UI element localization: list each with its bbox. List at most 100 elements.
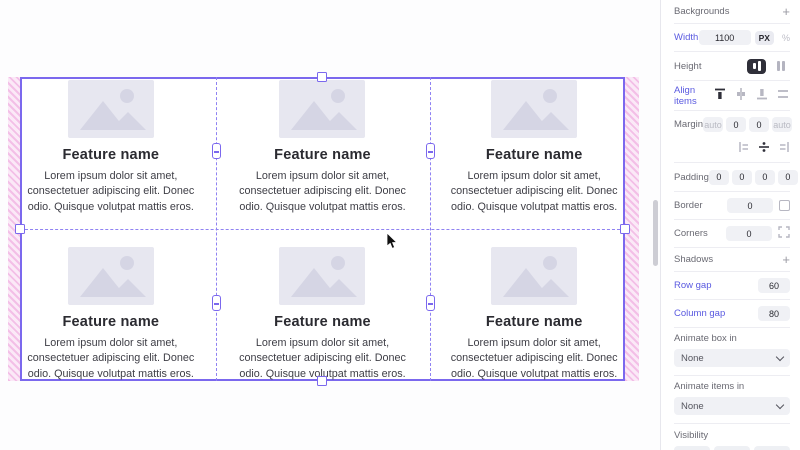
visibility-section: Visibility bbox=[674, 424, 790, 450]
add-shadow-button[interactable]: + bbox=[782, 252, 790, 267]
feature-card[interactable]: Feature name Lorem ipsum dolor sit amet,… bbox=[24, 247, 198, 382]
feature-body[interactable]: Lorem ipsum dolor sit amet, consectetuer… bbox=[451, 336, 618, 382]
feature-title[interactable]: Feature name bbox=[62, 147, 160, 163]
feature-title[interactable]: Feature name bbox=[274, 314, 371, 330]
feature-card[interactable]: Feature name Lorem ipsum dolor sit amet,… bbox=[447, 80, 621, 215]
feature-card[interactable]: Feature name Lorem ipsum dolor sit amet,… bbox=[24, 80, 198, 215]
feature-body[interactable]: Lorem ipsum dolor sit amet, consectetuer… bbox=[27, 169, 194, 215]
column-gap-handle[interactable] bbox=[426, 295, 435, 311]
resize-handle-left[interactable] bbox=[15, 224, 25, 234]
image-placeholder-icon[interactable] bbox=[491, 80, 578, 138]
corners-icon[interactable] bbox=[778, 226, 790, 241]
column-gap-label: Column gap bbox=[674, 308, 726, 319]
column-gap-handle[interactable] bbox=[212, 143, 221, 159]
unit-percent-button[interactable]: % bbox=[781, 32, 790, 43]
height-label: Height bbox=[674, 60, 702, 72]
feature-card[interactable]: Feature name Lorem ipsum dolor sit amet,… bbox=[447, 247, 621, 382]
feature-card[interactable]: Feature name Lorem ipsum dolor sit amet,… bbox=[236, 80, 410, 215]
feature-body[interactable]: Lorem ipsum dolor sit amet, consectetuer… bbox=[239, 169, 406, 215]
height-row: Height bbox=[674, 52, 790, 81]
body-line: odio. Quisque volutpat mattis eros. bbox=[27, 200, 194, 213]
border-label: Border bbox=[674, 200, 703, 211]
row-gap-guide bbox=[20, 229, 625, 230]
feature-title[interactable]: Feature name bbox=[274, 147, 371, 163]
design-canvas[interactable]: Feature name Lorem ipsum dolor sit amet,… bbox=[0, 0, 660, 450]
padding-right-input[interactable]: 0 bbox=[777, 169, 798, 185]
padding-bottom-input[interactable]: 0 bbox=[754, 169, 775, 185]
justify-right-icon[interactable] bbox=[778, 141, 790, 156]
body-line: consectetuer adipiscing elit. Donec bbox=[27, 185, 195, 198]
visibility-label: Visibility bbox=[674, 430, 709, 441]
body-line: odio. Quisque volutpat mattis eros. bbox=[239, 367, 406, 380]
corners-row: Corners 0 bbox=[674, 220, 790, 248]
padding-top-input[interactable]: 0 bbox=[731, 169, 752, 185]
justify-center-icon[interactable] bbox=[758, 141, 770, 156]
body-line: Lorem ipsum dolor sit amet, bbox=[467, 170, 601, 182]
image-placeholder-icon[interactable] bbox=[491, 247, 578, 305]
visibility-option-button[interactable] bbox=[754, 446, 790, 450]
margin-bottom-input[interactable]: 0 bbox=[749, 117, 770, 132]
align-top-icon[interactable] bbox=[713, 87, 727, 104]
animate-box-dropdown[interactable]: None bbox=[674, 349, 790, 367]
feature-body[interactable]: Lorem ipsum dolor sit amet, consectetuer… bbox=[27, 336, 194, 382]
margin-right-input[interactable]: auto bbox=[772, 117, 793, 132]
body-line: odio. Quisque volutpat mattis eros. bbox=[451, 200, 618, 213]
add-background-button[interactable]: + bbox=[782, 4, 790, 19]
border-sides-icon[interactable] bbox=[779, 200, 790, 211]
selected-section[interactable]: Feature name Lorem ipsum dolor sit amet,… bbox=[20, 77, 625, 381]
feature-body[interactable]: Lorem ipsum dolor sit amet, consectetuer… bbox=[239, 336, 406, 382]
feature-card[interactable]: Feature name Lorem ipsum dolor sit amet,… bbox=[236, 247, 410, 382]
unit-px-button[interactable]: PX bbox=[754, 30, 774, 45]
properties-panel: Backgrounds + Width 1100 PX % Height Ali… bbox=[660, 0, 800, 450]
column-gap-row: Column gap 80 bbox=[674, 300, 790, 328]
resize-handle-top[interactable] bbox=[317, 72, 327, 82]
row-gap-input[interactable]: 60 bbox=[758, 278, 790, 293]
animate-items-dropdown[interactable]: None bbox=[674, 397, 790, 415]
padding-row: Padding 0 0 0 0 bbox=[674, 163, 798, 192]
align-stretch-icon[interactable] bbox=[776, 87, 790, 104]
height-auto-button[interactable] bbox=[771, 59, 790, 74]
image-placeholder-icon[interactable] bbox=[279, 247, 366, 305]
margin-hatch-right bbox=[625, 77, 639, 381]
justify-left-icon[interactable] bbox=[738, 141, 750, 156]
body-line: odio. Quisque volutpat mattis eros. bbox=[451, 367, 618, 380]
image-placeholder-icon[interactable] bbox=[67, 247, 154, 305]
image-placeholder-icon[interactable] bbox=[279, 80, 366, 138]
body-line: odio. Quisque volutpat mattis eros. bbox=[239, 200, 406, 213]
body-line: consectetuer adipiscing elit. Donec bbox=[239, 352, 406, 365]
margin-top-input[interactable]: 0 bbox=[726, 117, 747, 132]
height-fixed-button[interactable] bbox=[747, 58, 766, 74]
resize-handle-right[interactable] bbox=[620, 224, 630, 234]
animate-box-value: None bbox=[681, 352, 704, 364]
margin-left-input[interactable]: auto bbox=[703, 117, 724, 132]
row-gap-row: Row gap 60 bbox=[674, 272, 790, 300]
visibility-option-button[interactable] bbox=[714, 446, 750, 450]
feature-title[interactable]: Feature name bbox=[485, 147, 583, 163]
chevron-down-icon bbox=[775, 352, 785, 361]
corner-radius-input[interactable]: 0 bbox=[726, 226, 772, 241]
row-gap-label: Row gap bbox=[674, 280, 712, 291]
resize-handle-bottom[interactable] bbox=[317, 376, 327, 386]
align-center-icon[interactable] bbox=[734, 87, 748, 104]
margin-align-buttons bbox=[674, 138, 790, 163]
feature-title[interactable]: Feature name bbox=[485, 314, 583, 330]
feature-title[interactable]: Feature name bbox=[62, 314, 160, 330]
border-width-input[interactable]: 0 bbox=[727, 198, 773, 213]
shadows-label: Shadows bbox=[674, 254, 714, 265]
visibility-option-button[interactable] bbox=[674, 446, 710, 450]
body-line: Lorem ipsum dolor sit amet, bbox=[44, 337, 178, 349]
body-line: Lorem ipsum dolor sit amet, bbox=[44, 170, 178, 182]
column-gap-handle[interactable] bbox=[426, 143, 435, 159]
body-line: Lorem ipsum dolor sit amet, bbox=[467, 337, 601, 349]
chevron-down-icon bbox=[775, 400, 785, 409]
width-input[interactable]: 1100 bbox=[698, 30, 751, 45]
column-gap-handle[interactable] bbox=[212, 295, 221, 311]
align-bottom-icon[interactable] bbox=[755, 87, 769, 104]
canvas-scrollbar[interactable] bbox=[653, 200, 658, 266]
padding-left-input[interactable]: 0 bbox=[708, 169, 729, 185]
margin-hatch-left bbox=[8, 77, 20, 381]
image-placeholder-icon[interactable] bbox=[67, 80, 154, 138]
column-gap-input[interactable]: 80 bbox=[758, 306, 790, 321]
feature-body[interactable]: Lorem ipsum dolor sit amet, consectetuer… bbox=[451, 169, 618, 215]
